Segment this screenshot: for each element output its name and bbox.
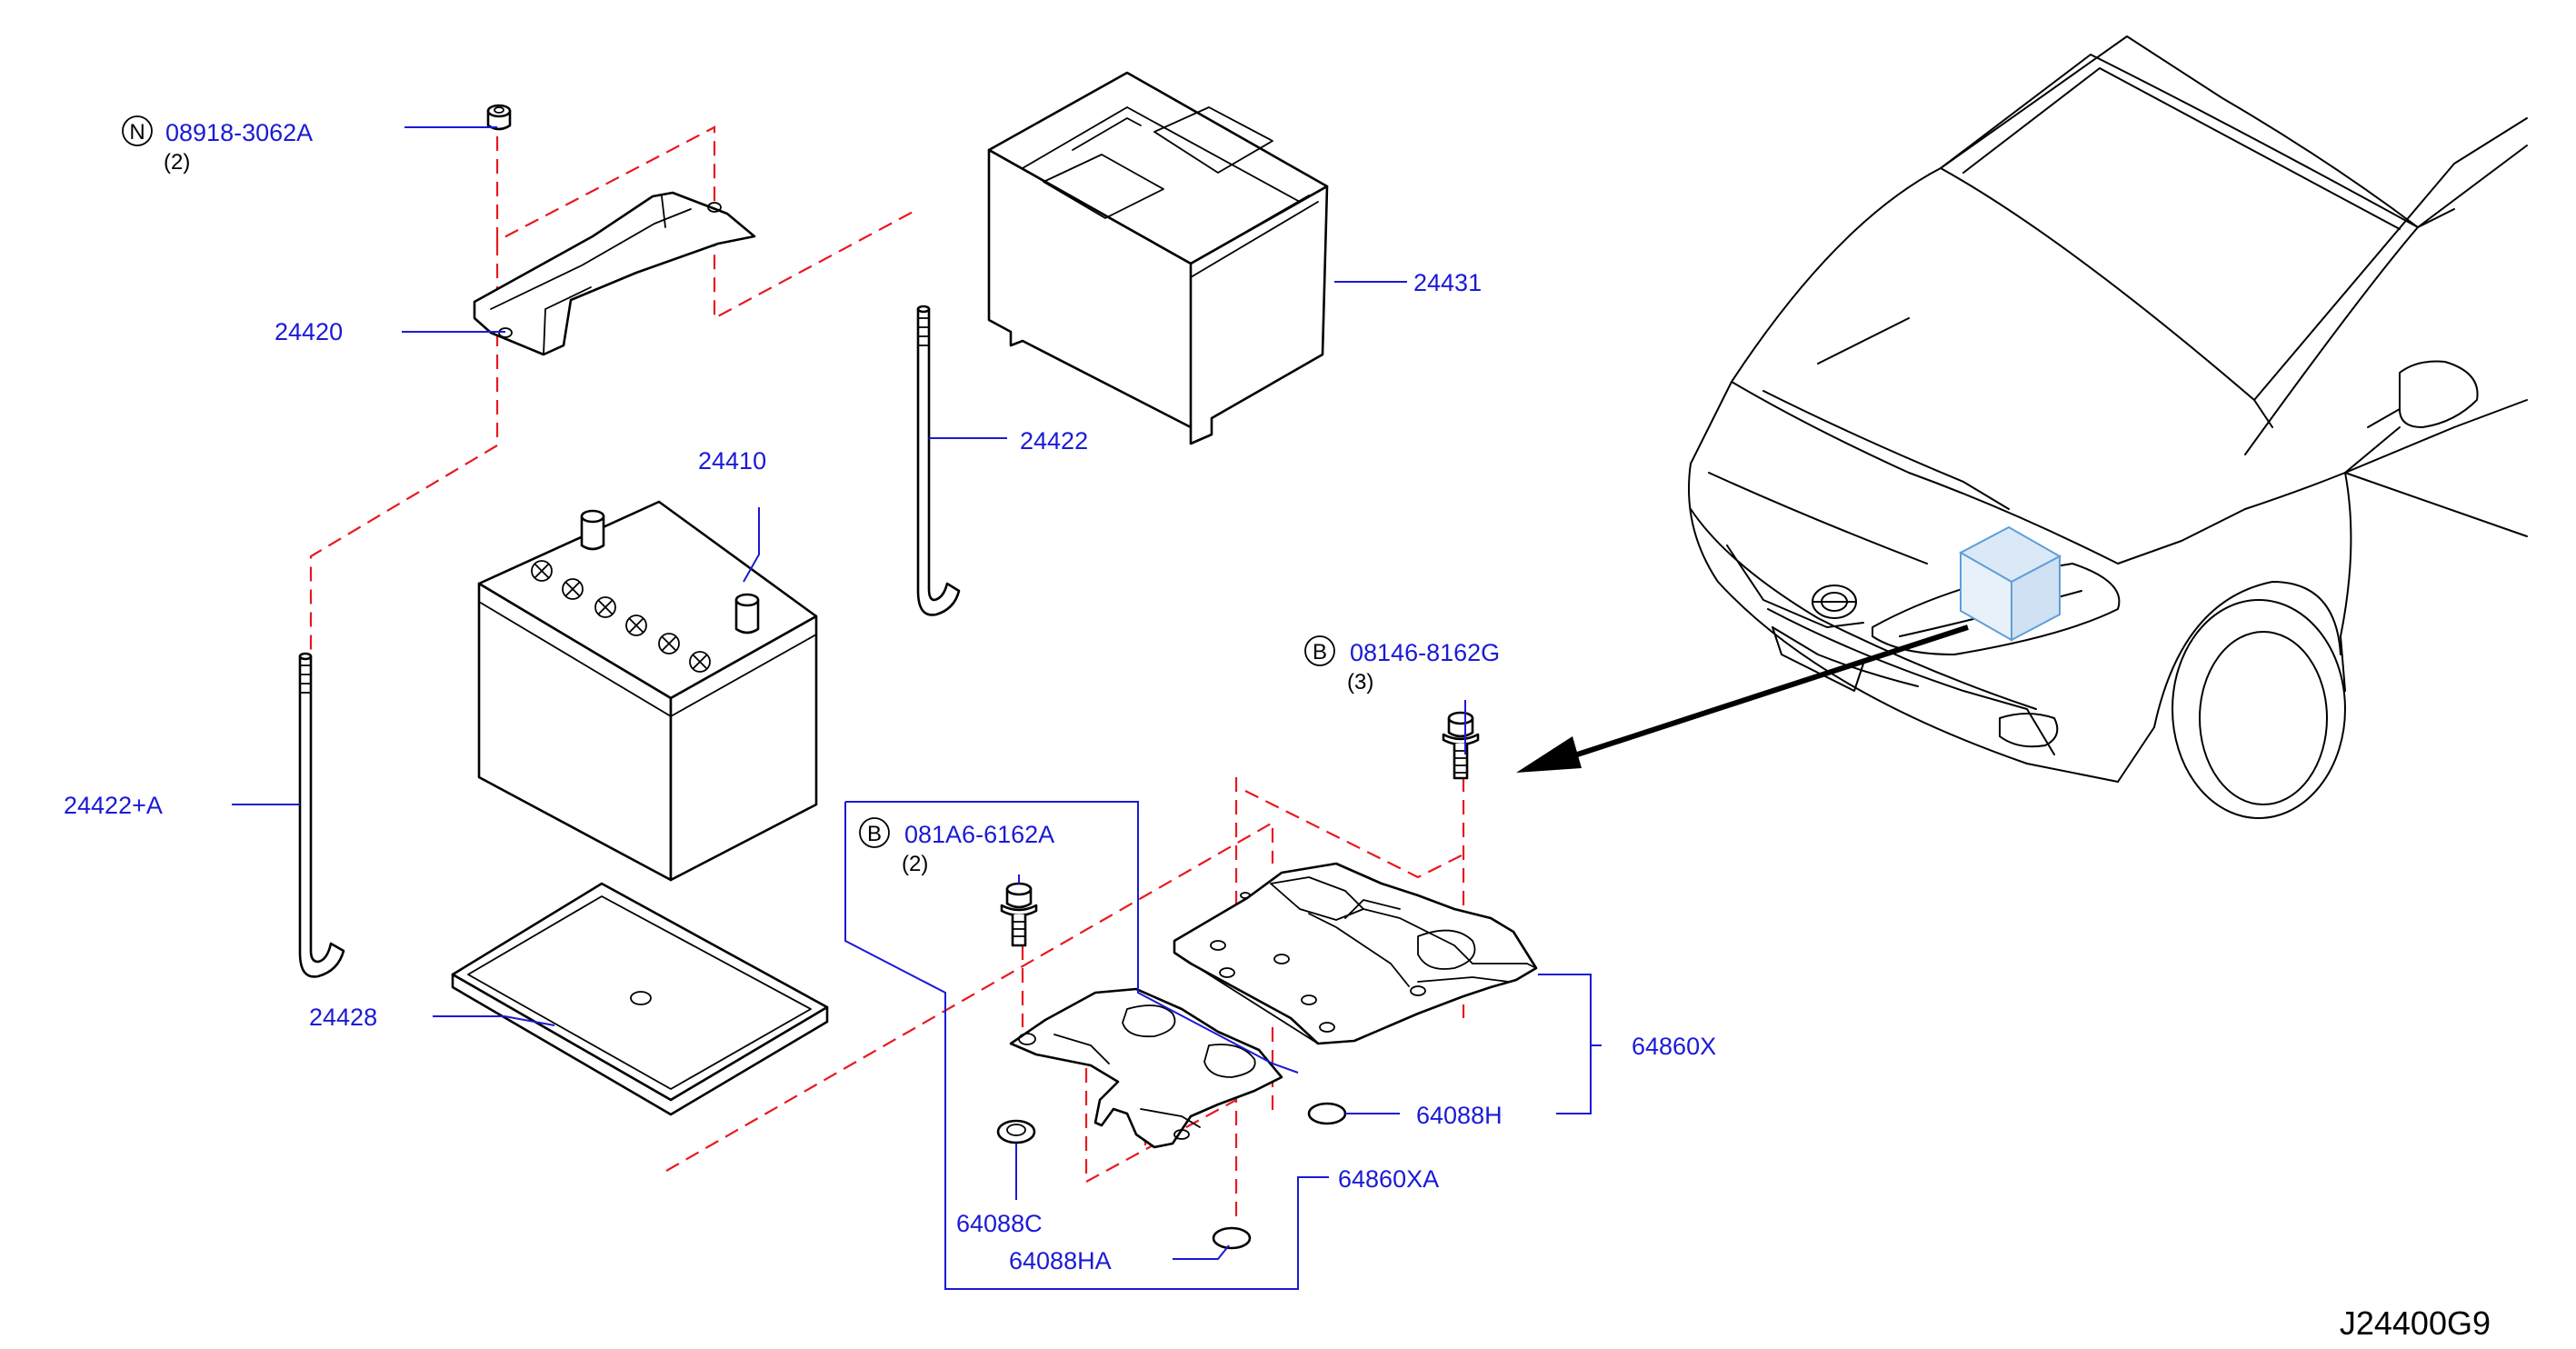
clip-64088c bbox=[996, 1119, 1036, 1144]
bolt-081a6-6162a bbox=[1000, 882, 1038, 947]
label-64860xa: 64860XA bbox=[1338, 1165, 1439, 1193]
label-64088ha: 64088HA bbox=[1009, 1247, 1112, 1274]
label-24420: 24420 bbox=[275, 318, 343, 345]
battery-location-highlight bbox=[1958, 525, 2062, 642]
fastener-callout-08146-8162g: B 08146-8162G (3) bbox=[1304, 635, 1500, 694]
j-bolt-24422 bbox=[916, 305, 961, 616]
label-24428: 24428 bbox=[309, 1004, 377, 1031]
battery-cover bbox=[987, 71, 1329, 445]
grommet-64088h bbox=[1307, 1102, 1347, 1125]
leader-lines bbox=[232, 126, 1602, 1290]
figure-reference-code: J24400G9 bbox=[2340, 1304, 2491, 1342]
part-number-081a6-6162a: 081A6-6162A bbox=[904, 821, 1054, 848]
battery-hold-down-bracket bbox=[473, 191, 756, 356]
battery-support-bracket bbox=[1173, 862, 1538, 1045]
label-24422-a: 24422+A bbox=[64, 792, 163, 819]
label-64088h: 64088H bbox=[1416, 1102, 1503, 1129]
badge-letter-b-2: B bbox=[867, 822, 882, 846]
battery bbox=[477, 500, 818, 882]
quantity-081a6-6162a: (2) bbox=[902, 852, 928, 876]
part-number-08146-8162g: 08146-8162G bbox=[1350, 639, 1500, 666]
j-bolt-24422-a bbox=[298, 652, 345, 978]
bolt-08146-8162g bbox=[1442, 711, 1480, 780]
label-24431: 24431 bbox=[1413, 269, 1482, 296]
grommet-64088ha bbox=[1212, 1226, 1252, 1250]
nut-part bbox=[486, 104, 512, 131]
sub-bracket-64860xa bbox=[1009, 987, 1283, 1149]
label-64860x: 64860X bbox=[1632, 1033, 1716, 1060]
quantity-08918-3062a: (2) bbox=[164, 150, 190, 175]
label-24422: 24422 bbox=[1020, 427, 1088, 455]
label-24410: 24410 bbox=[698, 447, 766, 475]
fastener-callout-081a6-6162a: B 081A6-6162A (2) bbox=[859, 817, 1054, 876]
badge-circle-b-2 bbox=[859, 817, 890, 848]
badge-letter-n: N bbox=[129, 120, 145, 145]
battery-tray-mat bbox=[451, 882, 829, 1116]
badge-letter-b-1: B bbox=[1313, 640, 1327, 665]
fastener-callout-08918-3062a: N 08918-3062A (2) bbox=[122, 115, 313, 175]
badge-circle-n bbox=[122, 115, 153, 146]
badge-circle-b-1 bbox=[1304, 635, 1335, 666]
part-number-08918-3062a: 08918-3062A bbox=[165, 119, 313, 146]
quantity-08146-8162g: (3) bbox=[1347, 670, 1373, 694]
location-arrow bbox=[1516, 625, 1969, 773]
vehicle-front-illustration bbox=[1688, 35, 2528, 819]
label-64088c: 64088C bbox=[956, 1210, 1043, 1237]
